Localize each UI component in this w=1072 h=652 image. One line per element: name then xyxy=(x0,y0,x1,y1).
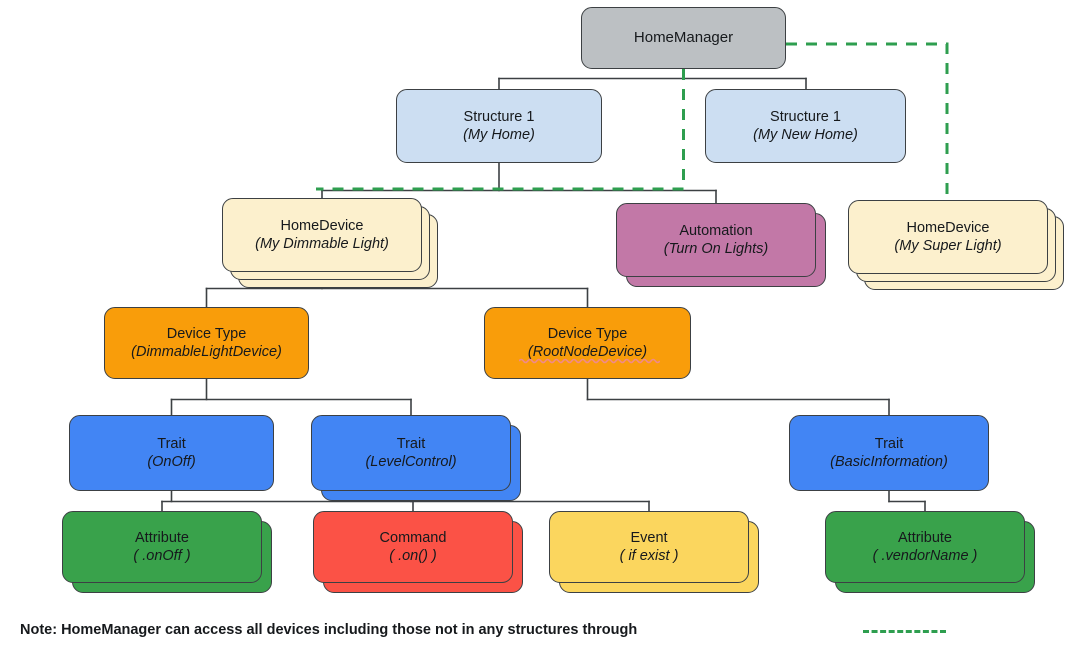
structure-my-new-home-label: Structure 1 xyxy=(770,108,841,125)
trait-levelcontrol-node[interactable]: Trait (LevelControl) xyxy=(311,415,511,491)
home-device-my-dimmable-light-sublabel: (My Dimmable Light) xyxy=(255,236,389,252)
note-legend-dashed-line xyxy=(863,630,946,633)
attribute-onoff-node[interactable]: Attribute ( .onOff ) xyxy=(62,511,262,583)
attribute-onoff-label: Attribute xyxy=(135,529,189,546)
automation-turn-on-lights-node[interactable]: Automation (Turn On Lights) xyxy=(616,203,816,277)
trait-levelcontrol-sublabel: (LevelControl) xyxy=(365,454,457,470)
attribute-vendorname-sublabel: ( .vendorName ) xyxy=(872,548,978,564)
home-manager-label: HomeManager xyxy=(633,28,734,46)
attribute-vendorname-node[interactable]: Attribute ( .vendorName ) xyxy=(825,511,1025,583)
event-if-exist-node[interactable]: Event ( if exist ) xyxy=(549,511,749,583)
structure-my-new-home-node[interactable]: Structure 1 (My New Home) xyxy=(705,89,906,163)
trait-onoff-label: Trait xyxy=(157,435,186,452)
structure-my-home-sublabel: (My Home) xyxy=(463,127,535,143)
home-device-my-super-light-label: HomeDevice xyxy=(906,219,990,236)
trait-basicinformation-sublabel: (BasicInformation) xyxy=(830,454,948,470)
device-type-rootnode-sublabel: (RootNodeDevice) xyxy=(527,344,648,360)
trait-basicinformation-label: Trait xyxy=(874,435,904,452)
trait-basicinformation-node[interactable]: Trait (BasicInformation) xyxy=(789,415,989,491)
structure-my-home-node[interactable]: Structure 1 (My Home) xyxy=(396,89,602,163)
device-type-rootnode-label: Device Type xyxy=(547,325,628,342)
command-on-label: Command xyxy=(379,529,447,546)
command-on-sublabel: ( .on() ) xyxy=(389,548,437,564)
attribute-vendorname-label: Attribute xyxy=(898,529,952,546)
automation-label: Automation xyxy=(679,222,753,239)
home-manager-node[interactable]: HomeManager xyxy=(581,7,786,69)
home-device-my-dimmable-light-node[interactable]: HomeDevice (My Dimmable Light) xyxy=(222,198,422,272)
device-type-root-node-device-node[interactable]: Device Type (RootNodeDevice) xyxy=(484,307,691,379)
home-device-my-super-light-node[interactable]: HomeDevice (My Super Light) xyxy=(848,200,1048,274)
home-device-my-dimmable-light-label: HomeDevice xyxy=(280,217,364,234)
automation-sublabel: (Turn On Lights) xyxy=(663,241,769,257)
device-type-dimmable-label: Device Type xyxy=(166,325,247,342)
structure-my-new-home-sublabel: (My New Home) xyxy=(753,127,858,143)
event-label: Event xyxy=(630,529,668,546)
structure-my-home-label: Structure 1 xyxy=(463,108,535,125)
command-on-node[interactable]: Command ( .on() ) xyxy=(313,511,513,583)
event-sublabel: ( if exist ) xyxy=(619,548,679,564)
trait-onoff-sublabel: (OnOff) xyxy=(147,454,196,470)
home-device-my-super-light-sublabel: (My Super Light) xyxy=(894,238,1002,254)
note-text: Note: HomeManager can access all devices… xyxy=(20,622,638,638)
device-type-dimmable-sublabel: (DimmableLightDevice) xyxy=(131,344,282,360)
attribute-onoff-sublabel: ( .onOff ) xyxy=(133,548,191,564)
device-type-dimmable-light-device-node[interactable]: Device Type (DimmableLightDevice) xyxy=(104,307,309,379)
trait-levelcontrol-label: Trait xyxy=(396,435,426,452)
trait-onoff-node[interactable]: Trait (OnOff) xyxy=(69,415,274,491)
